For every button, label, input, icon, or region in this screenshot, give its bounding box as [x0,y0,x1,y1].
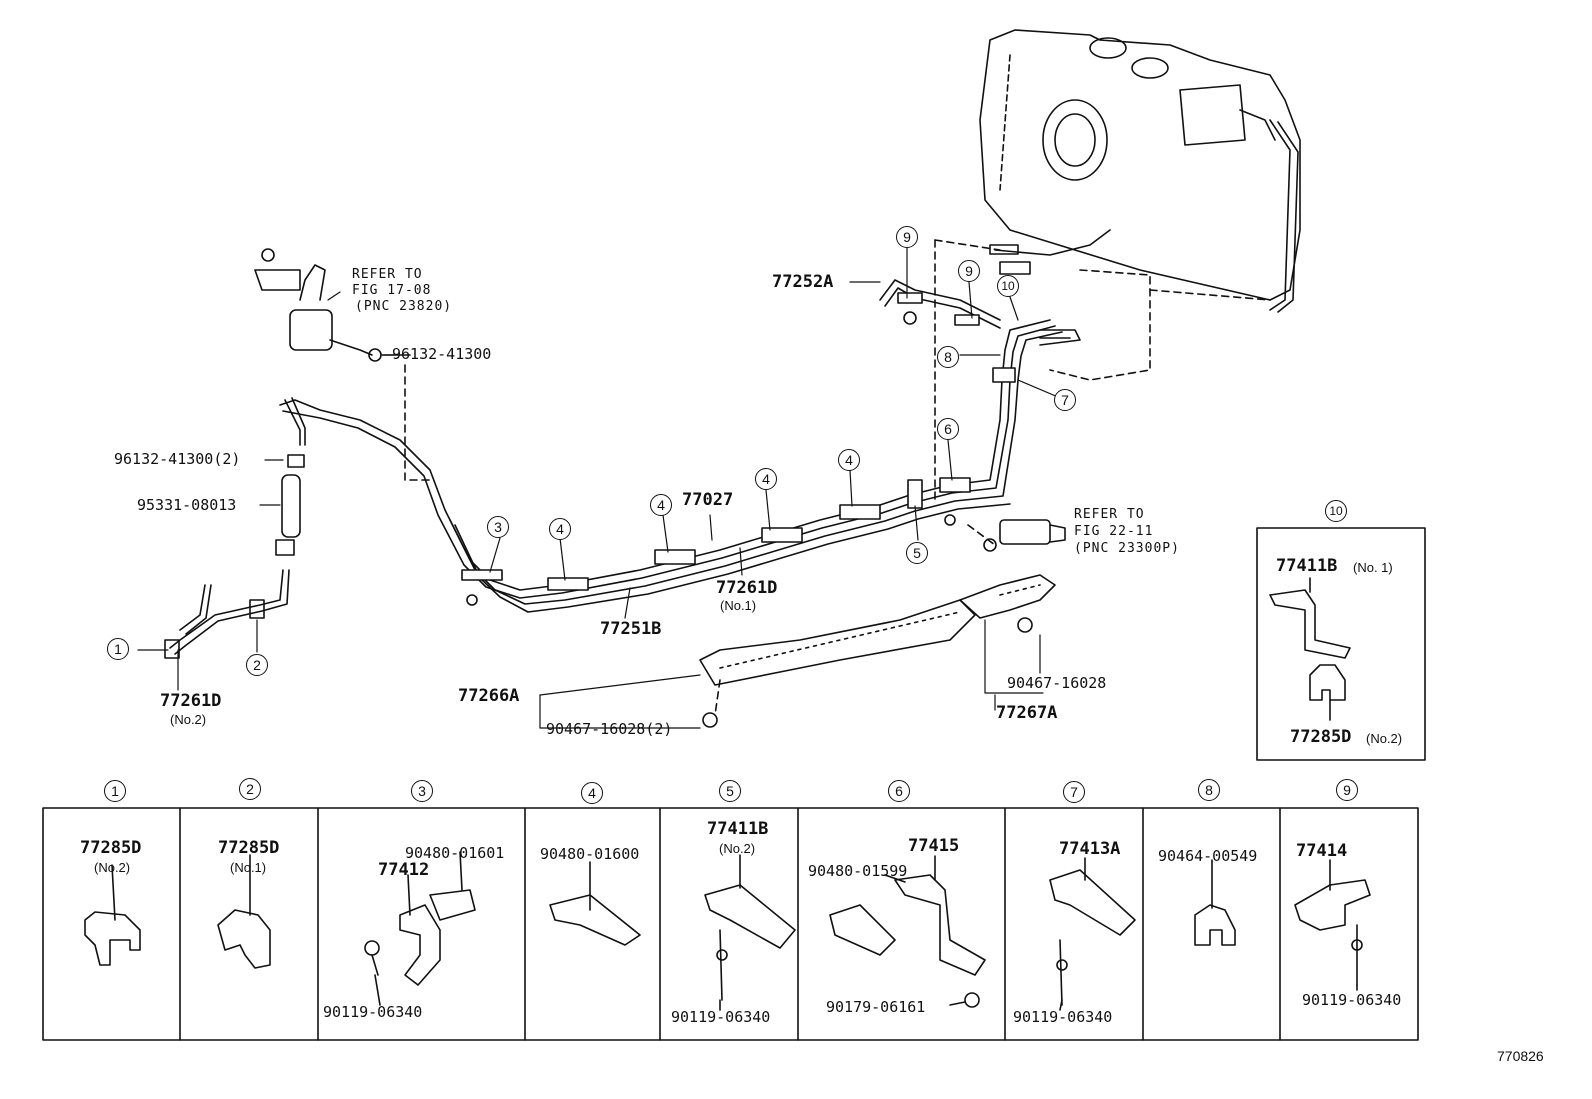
cell3-part-b: 77412 [378,860,430,880]
drawing-code: 770826 [1497,1048,1544,1064]
cell2-part: 77285D [218,838,280,858]
refer-a-line3: (PNC 23820) [355,299,453,314]
part-90467-16028-2: 90467-16028(2) [546,720,673,738]
cell6-part-a: 90480-01599 [808,862,908,880]
protector-plates [699,574,1056,728]
fuel-pipe-bundle [279,261,1081,613]
part-96132-41300-2: 96132-41300(2) [114,450,241,468]
cell8-part: 90464-00549 [1158,847,1258,865]
refer-b-line1: REFER TO [1074,507,1145,522]
callout-4-c: 4 [755,468,777,490]
label-no1-b: (No. 1) [1353,560,1393,575]
part-77027: 77027 [682,490,734,510]
callout-9-a: 9 [896,226,918,248]
callout-7: 7 [1054,389,1076,411]
part-77252a: 77252A [772,272,834,292]
callout-4-d: 4 [838,449,860,471]
part-77411b-no1: 77411B [1276,556,1338,576]
cell5-part-c: 90119-06340 [671,1008,771,1026]
part-77267a: 77267A [996,703,1058,723]
leader-lines [137,247,1066,729]
cell5-part: 77411B [707,819,769,839]
callout-2: 2 [246,654,268,676]
part-77285d-no2-box: 77285D [1290,727,1352,747]
part-77261d-no2: 77261D [160,691,222,711]
refer-a-line1: REFER TO [352,267,423,282]
cell9-part-b: 90119-06340 [1302,991,1402,1009]
cell4-part: 90480-01600 [540,845,640,863]
detail-table [42,807,1419,1041]
cell1-part: 77285D [80,838,142,858]
cell6-part-c: 90179-06161 [826,998,926,1016]
table-num-7: 7 [1063,781,1085,803]
cell9-part-a: 77414 [1296,841,1348,861]
cell1-sub: (No.2) [94,860,131,875]
part-90467-16028: 90467-16028 [1007,674,1107,692]
pump-drawing [944,514,1066,552]
table-num-2: 2 [239,778,261,800]
part-77251b: 77251B [600,619,662,639]
label-no2-b: (No.2) [1366,731,1403,746]
cell3-part-c: 90119-06340 [323,1003,423,1021]
table-num-5: 5 [719,780,741,802]
canister-drawing [254,248,411,362]
callout-1: 1 [107,638,129,660]
callout-5: 5 [906,542,928,564]
callout-6: 6 [937,418,959,440]
callout-9-b: 9 [958,260,980,282]
reference-lines [404,239,1271,716]
table-num-6: 6 [888,780,910,802]
table-num-9: 9 [1336,779,1358,801]
part-77266a: 77266A [458,686,520,706]
clip-sketches [84,851,1371,1011]
cell7-part-a: 77413A [1059,839,1121,859]
table-num-4: 4 [581,782,603,804]
callout-4-b: 4 [650,494,672,516]
fuel-tank-drawing [979,29,1301,313]
callout-10-b: 10 [1325,500,1347,522]
table-num-1: 1 [104,780,126,802]
label-no2-a: (No.2) [170,712,207,727]
label-no1-a: (No.1) [720,598,757,613]
cell3-part-a: 90480-01601 [405,844,505,862]
cell5-sub: (No.2) [719,841,756,856]
callout-3: 3 [487,516,509,538]
callout-10-a: 10 [997,275,1019,297]
cell6-part-b: 77415 [908,836,960,856]
callout-4-a: 4 [549,518,571,540]
table-num-3: 3 [411,780,433,802]
refer-a-line2: FIG 17-08 [352,283,432,298]
refer-b-line3: (PNC 23300P) [1074,541,1180,556]
cell7-part-b: 90119-06340 [1013,1008,1113,1026]
part-95331-08013: 95331-08013 [137,496,237,514]
refer-b-line2: FIG 22-11 [1074,524,1154,539]
detail-box-10 [1256,527,1426,761]
table-num-8: 8 [1198,779,1220,801]
cell2-sub: (No.1) [230,860,267,875]
left-hose-drawing [164,397,306,659]
part-77261d-no1: 77261D [716,578,778,598]
callout-8: 8 [937,346,959,368]
part-96132-41300: 96132-41300 [392,345,492,363]
